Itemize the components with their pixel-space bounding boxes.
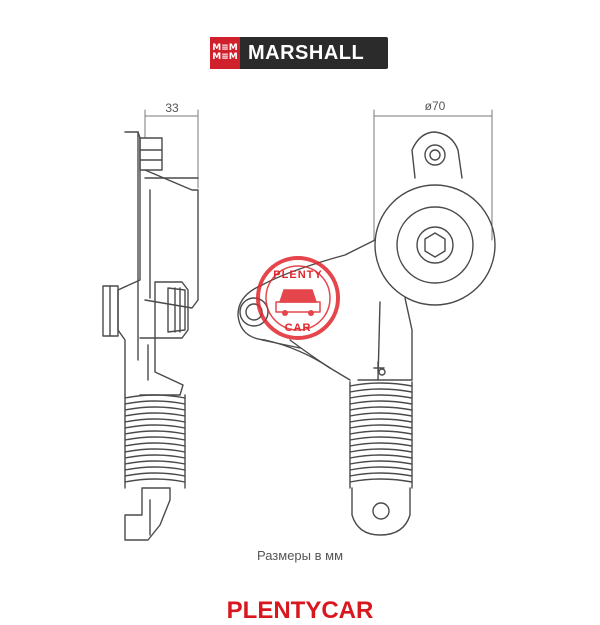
logo-mark-top: M≡M <box>212 43 238 53</box>
plentycar-watermark: PLENTYCAR <box>226 597 374 624</box>
brand-name: MARSHALL <box>248 41 365 64</box>
stamp-bottom-text: CAR <box>285 322 312 334</box>
dimension-diameter-label: ø70 <box>425 99 446 113</box>
stamp-top-text: PLENTY <box>273 269 322 281</box>
logo-mark-bottom: M≡M <box>212 52 238 62</box>
front-spring <box>349 381 413 489</box>
dimension-width-label: 33 <box>165 101 179 115</box>
side-spring <box>124 394 186 489</box>
dimension-width <box>144 109 199 189</box>
front-view: ø70 <box>237 99 496 536</box>
brand-logo: M≡M M≡M MARSHALL <box>210 37 388 69</box>
plentycar-stamp <box>256 256 340 340</box>
brand-logo-mark: M≡M M≡M <box>210 37 240 69</box>
dimension-diameter <box>373 109 493 241</box>
units-caption: Размеры в мм <box>256 548 344 563</box>
side-view: 33 <box>102 101 199 541</box>
